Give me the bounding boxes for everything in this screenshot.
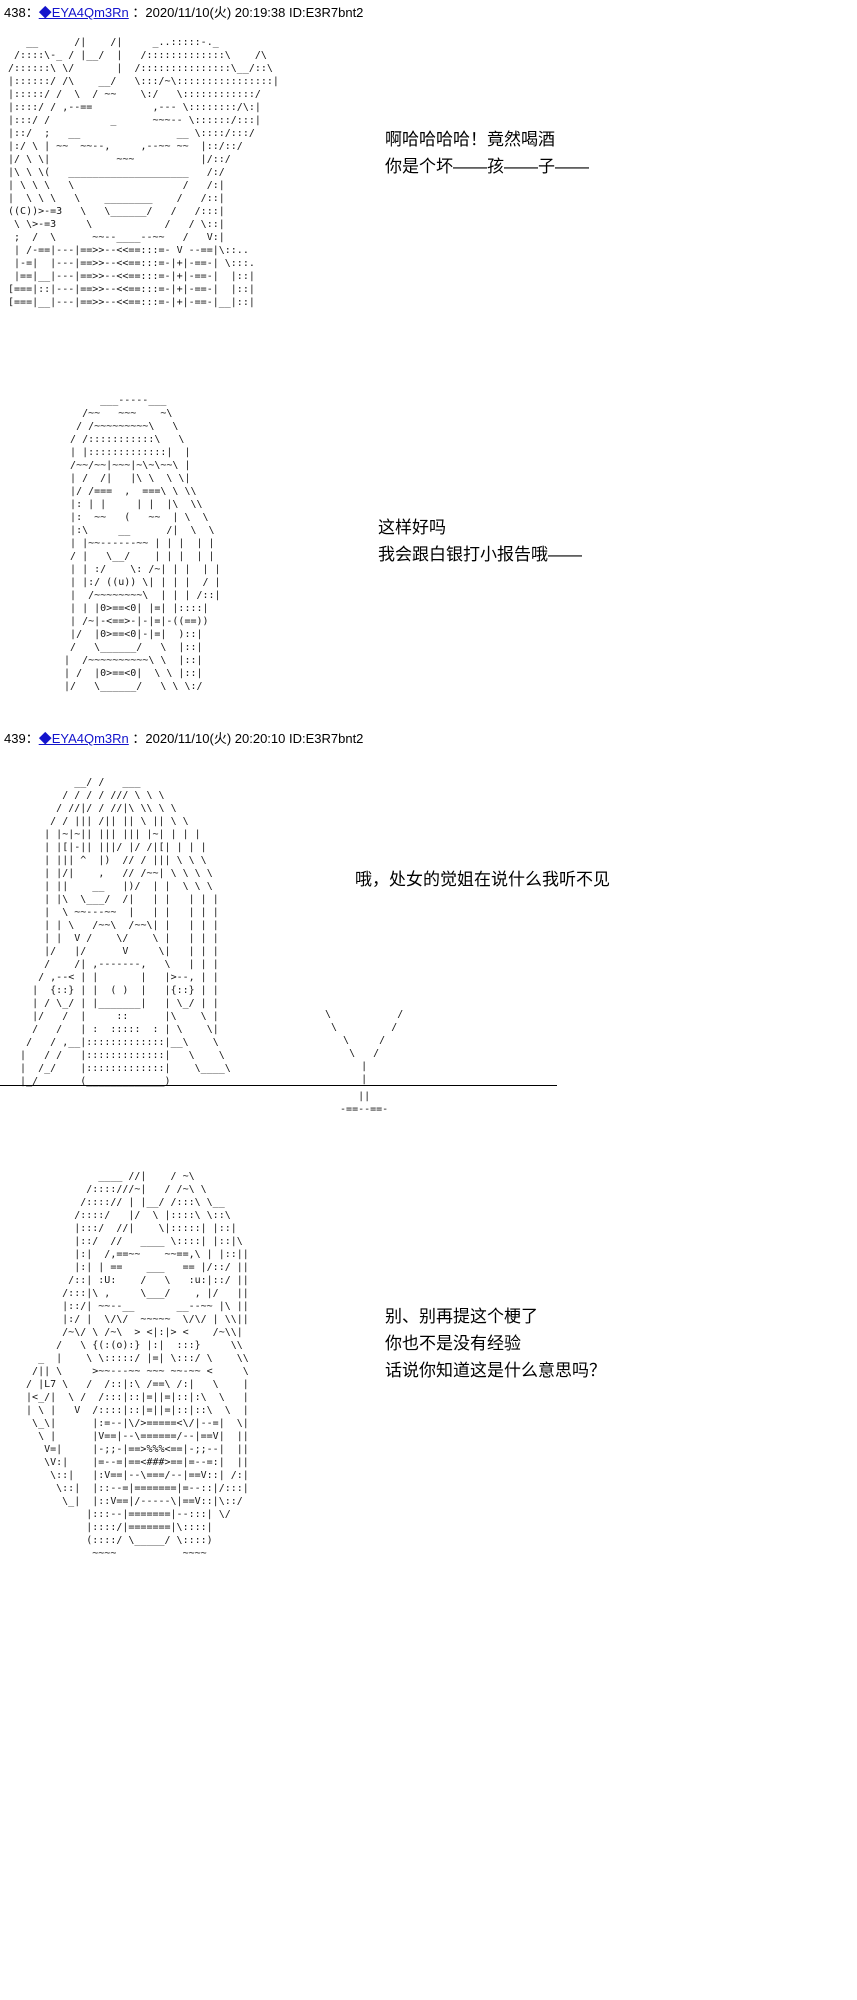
ascii-art-laughing-character: __ /| /| _..:::::-._ /::::\-_ / |__/ | /… — [8, 37, 279, 308]
post-number: 439： — [4, 731, 39, 746]
post-meta: ：2020/11/10(火) 20:19:38 ID:E3R7bnt2 — [128, 5, 364, 20]
tripcode-link[interactable]: ◆EYA4Qm3Rn — [38, 5, 129, 20]
dialogue-text: 别、别再提这个梗了 你也不是没有经验 话说你知道这是什么意思吗？ — [385, 1307, 606, 1380]
ascii-art-drinking-character: ____ //| / ~\ /::::///~| / /~\ \ /:::://… — [26, 1171, 249, 1559]
dialogue-text: 啊哈哈哈哈！竟然喝酒 你是个坏——孩——子—— — [385, 130, 589, 176]
tripcode-link[interactable]: ◆EYA4Qm3Rn — [38, 731, 129, 746]
post-header: 439：◆EYA4Qm3Rn ：2020/11/10(火) 20:20:10 I… — [4, 731, 363, 747]
post-number: 438： — [4, 5, 39, 20]
ascii-art-hooded-character: ___-----___ /~~ ~~~ ~\ / /~~~~~~~~~\ \ /… — [64, 395, 221, 692]
table-edge-line — [0, 1085, 557, 1086]
dialogue-text: 这样好吗 我会跟白银打小报告哦—— — [378, 518, 582, 564]
dialogue-text: 哦，处女的觉姐在说什么我听不见 — [355, 870, 610, 889]
post-meta: ：2020/11/10(火) 20:20:10 ID:E3R7bnt2 — [128, 731, 364, 746]
ascii-art-martini-glass: \ / \ / \ / \ / | | — [325, 1009, 404, 1085]
post-header: 438：◆EYA4Qm3Rn ：2020/11/10(火) 20:19:38 I… — [4, 5, 363, 21]
ascii-art-glass-base: || -==--==- — [340, 1091, 389, 1115]
ascii-art-longhair-character: __/ / ___ / / / / /// \ \ \ / //|/ / //|… — [20, 777, 231, 1087]
